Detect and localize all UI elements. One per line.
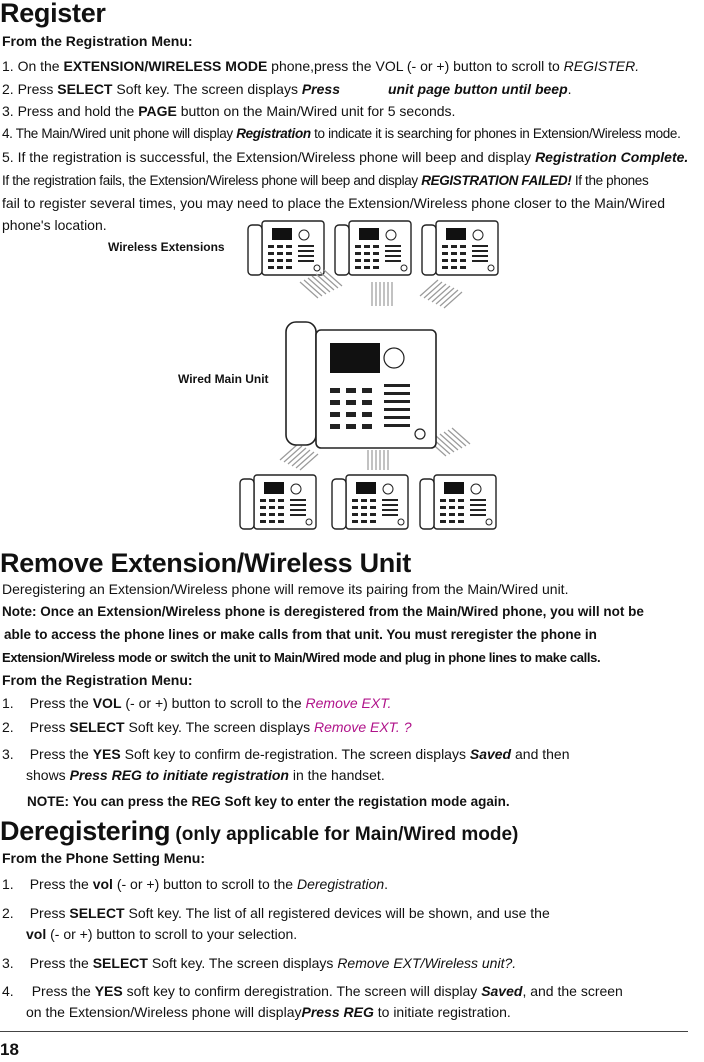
wireless-phone-bottom-1 [239,474,317,530]
dereg-step-3: 3.Press the SELECT Soft key. The screen … [2,955,517,971]
remove-title: Remove Extension/Wireless Unit [0,548,411,578]
footer-divider [0,1031,688,1032]
remove-intro: Deregistering an Extension/Wireless phon… [2,581,569,597]
wireless-phone-bottom-3 [419,474,497,530]
register-step-3: 3. Press and hold the PAGE button on the… [2,103,456,119]
dereg-from-menu: From the Phone Setting Menu: [2,850,205,866]
register-step-5: 5. If the registration is successful, th… [2,149,689,165]
dereg-step-2: 2.Press SELECT Soft key. The list of all… [2,905,550,921]
remove-note-line-2: able to access the phone lines or make c… [4,627,597,642]
wireless-phone-bottom-2 [331,474,409,530]
page-number: 18 [0,1040,19,1059]
remove-note-line-3: Extension/Wireless mode or switch the un… [2,650,601,665]
register-step-2: 2. Press SELECT Soft key. The screen dis… [2,81,572,97]
register-fail-line-1: If the registration fails, the Extension… [2,173,649,188]
label-wired-main-unit: Wired Main Unit [178,372,269,386]
dereg-step-4: 4.Press the YES soft key to confirm dere… [2,983,623,999]
dereg-step-2-continued: vol (- or +) button to scroll to your se… [26,926,298,942]
remove-step-3-continued: shows Press REG to initiate registration… [26,767,385,783]
register-step-1: 1. On the EXTENSION/WIRELESS MODE phone,… [2,58,640,74]
register-title: Register [0,0,106,28]
wired-main-unit [285,321,437,449]
label-wireless-extensions: Wireless Extensions [108,240,225,254]
register-from-menu: From the Registration Menu: [2,33,193,49]
remove-step-3: 3.Press the YES Soft key to confirm de-r… [2,746,570,762]
remove-note-bottom: NOTE: You can press the REG Soft key to … [27,794,510,809]
wireless-phone-top-1 [247,220,325,276]
dereg-step-4-continued: on the Extension/Wireless phone will dis… [26,1004,511,1020]
dereg-title-suffix: (only applicable for Main/Wired mode) [170,824,519,845]
dereg-step-1: 1.Press the vol (- or +) button to scrol… [2,876,389,892]
wireless-phone-top-3 [421,220,499,276]
signal-waves [279,269,471,471]
wireless-phone-top-2 [334,220,412,276]
register-fail-line-2: fail to register several times, you may … [2,195,665,211]
dereg-title: Deregistering [0,816,171,846]
remove-from-menu: From the Registration Menu: [2,672,193,688]
remove-note-line-1: Note: Once an Extension/Wireless phone i… [2,604,644,619]
remove-step-1: 1.Press the VOL (- or +) button to scrol… [2,695,392,711]
register-fail-line-3: phone's location. [2,217,107,233]
dereg-heading: Deregistering (only applicable for Main/… [0,816,518,847]
remove-step-2: 2.Press SELECT Soft key. The screen disp… [2,719,412,735]
register-step-4: 4. The Main/Wired unit phone will displa… [2,126,681,141]
